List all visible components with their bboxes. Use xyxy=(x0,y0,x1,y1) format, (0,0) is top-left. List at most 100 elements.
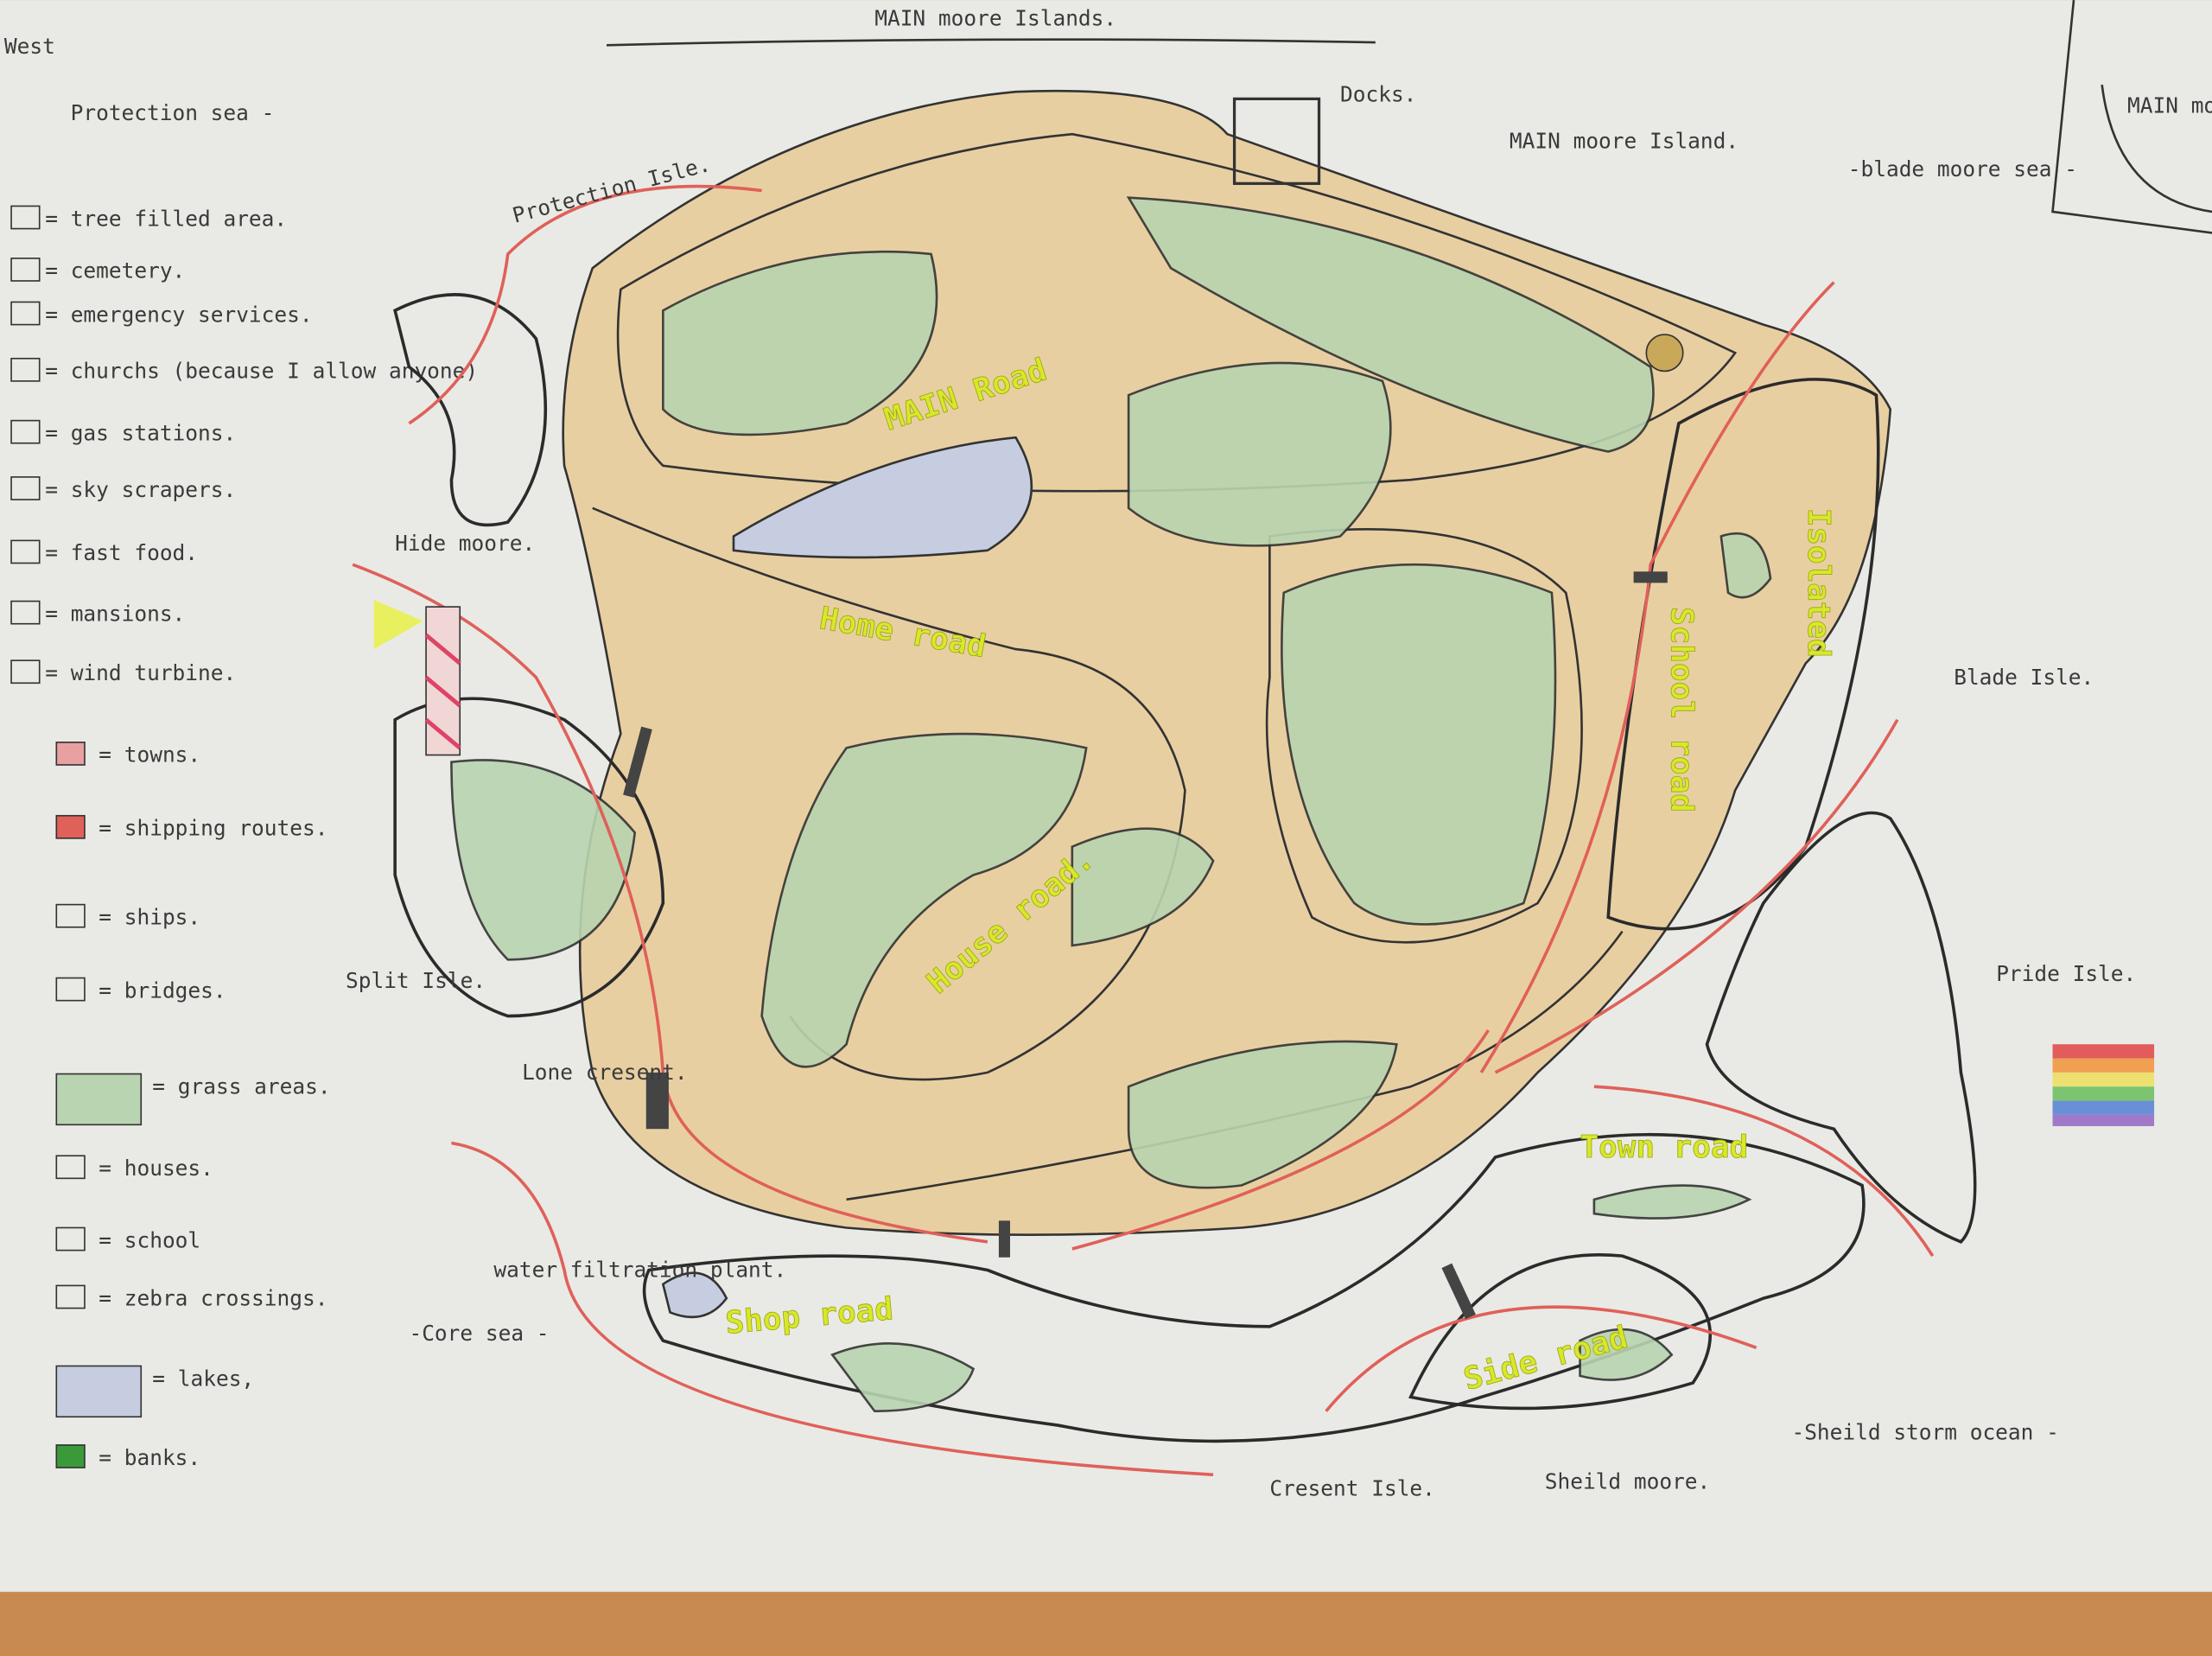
grass-area xyxy=(760,732,1088,1068)
split-isle xyxy=(393,697,665,1018)
sheild-moore xyxy=(1408,1253,1713,1411)
shipping-route xyxy=(352,563,988,1244)
legend-label: = cemetery. xyxy=(45,258,185,283)
road-label-isolated: Isolated xyxy=(1801,508,1836,658)
sea-label-core: -Core sea - xyxy=(409,1321,549,1346)
legend-item: = gas stations. xyxy=(10,419,236,445)
legend-label: = tree filled area. xyxy=(45,206,287,231)
grass-area xyxy=(450,759,637,961)
rainbow-flag xyxy=(2052,1044,2155,1126)
grass-area xyxy=(1281,563,1557,926)
shipping-route-icon xyxy=(55,814,86,839)
cresent-isle xyxy=(642,1132,1866,1443)
grass-area xyxy=(662,250,938,436)
label-lone-cresent: Lone cresent. xyxy=(522,1060,688,1085)
legend-item: = churchs (because I allow anyone) xyxy=(10,357,478,384)
legend-item: = school xyxy=(55,1226,200,1252)
tree-icon xyxy=(10,205,41,230)
legend-item: = grass areas. xyxy=(55,1073,331,1126)
legend-label: = shipping routes. xyxy=(99,816,327,841)
header-west: West xyxy=(4,34,55,59)
label-split-isle: Split Isle. xyxy=(346,968,486,993)
emergency-icon xyxy=(10,301,41,326)
legend-label: = mansions. xyxy=(45,601,185,626)
bank-icon xyxy=(55,1444,86,1468)
bridge-icon xyxy=(55,977,86,1002)
grass-area xyxy=(1127,361,1392,547)
zebra-crossing-icon xyxy=(55,1284,86,1309)
church-icon xyxy=(10,357,41,382)
label-sheild-moore: Sheild moore. xyxy=(1545,1469,1711,1494)
legend-item: = lakes, xyxy=(55,1365,254,1418)
mansion-icon xyxy=(10,600,41,625)
shipping-route xyxy=(408,184,762,425)
label-main-moore-island: MAIN moore Island. xyxy=(1510,129,1738,154)
grass-area xyxy=(1071,827,1215,947)
shipping-route xyxy=(1071,1029,1490,1251)
wooden-table xyxy=(0,1591,2212,1653)
legend-item: = banks. xyxy=(55,1444,200,1470)
legend-item: = shipping routes. xyxy=(55,814,327,841)
sea-label-blade-moore: -blade moore sea - xyxy=(1848,156,2077,182)
pride-isle xyxy=(1705,811,1977,1244)
label-cresent-isle: Cresent Isle. xyxy=(1269,1476,1435,1501)
label-blade-isle: Blade Isle. xyxy=(1954,665,2094,690)
legend-label: = wind turbine. xyxy=(45,660,236,685)
legend-item: = mansions. xyxy=(10,600,185,626)
grass-area xyxy=(1126,196,1655,453)
sea-label-sheild-storm: -Sheild storm ocean - xyxy=(1791,1419,2058,1444)
legend-item: = tree filled area. xyxy=(10,205,287,231)
road-label-school: School road xyxy=(1664,607,1700,812)
lake xyxy=(661,1271,728,1319)
label-pride-isle: Pride Isle. xyxy=(1996,961,2136,986)
legend-label: = gas stations. xyxy=(45,420,236,445)
wind-turbine-icon xyxy=(10,659,41,685)
legend-label: = lakes, xyxy=(152,1366,254,1391)
water-plant-icon xyxy=(645,1072,669,1130)
lighthouse-icon xyxy=(373,599,461,756)
label-docks: Docks. xyxy=(1340,82,1416,107)
legend-item: = houses. xyxy=(55,1155,213,1181)
shipping-route xyxy=(1479,281,1835,1073)
shipping-route xyxy=(1494,718,1899,1074)
legend-label: = towns. xyxy=(99,742,200,767)
legend-item: = wind turbine. xyxy=(10,659,236,685)
legend-item: = cemetery. xyxy=(10,258,185,283)
legend-item: = bridges. xyxy=(55,977,226,1003)
legend: = tree filled area. = cemetery. = emergenc… xyxy=(10,205,478,1470)
label-water-plant: water filtration plant. xyxy=(493,1258,786,1283)
legend-item: = fast food. xyxy=(10,539,198,565)
lake-icon xyxy=(55,1365,143,1418)
skyscraper-icon xyxy=(10,476,41,500)
legend-label: = sky scrapers. xyxy=(45,477,236,502)
legend-item: = zebra crossings. xyxy=(55,1284,327,1310)
ship-icon xyxy=(55,903,86,928)
legend-label: = ships. xyxy=(99,904,200,929)
docks-icon xyxy=(1232,97,1321,185)
school-icon xyxy=(55,1226,86,1252)
label-hide-moore: Hide moore. xyxy=(395,531,535,556)
legend-label: = zebra crossings. xyxy=(99,1285,327,1310)
lake xyxy=(732,436,1033,559)
legend-item: = towns. xyxy=(55,742,200,767)
legend-label: = houses. xyxy=(99,1156,213,1181)
town-pin-icon xyxy=(55,742,86,766)
inset-label: MAIN more. xyxy=(2127,93,2212,118)
shipping-route xyxy=(1325,1305,1758,1412)
shipping-route xyxy=(451,1141,1214,1476)
legend-label: = emergency services. xyxy=(45,302,312,327)
sea-label-protection: Protection sea - xyxy=(71,100,275,125)
house-icon xyxy=(55,1155,86,1180)
fast-food-icon xyxy=(10,539,41,564)
protection-isle xyxy=(393,293,548,527)
legend-label: = school xyxy=(99,1227,200,1252)
legend-label: = churchs (because I allow anyone) xyxy=(45,359,478,384)
shipping-route xyxy=(1593,1085,1935,1258)
legend-label: = fast food. xyxy=(45,540,198,565)
legend-item: = emergency services. xyxy=(10,301,313,327)
legend-item: = ships. xyxy=(55,903,200,929)
bridges xyxy=(623,571,1668,1320)
cemetery-icon xyxy=(10,258,41,282)
